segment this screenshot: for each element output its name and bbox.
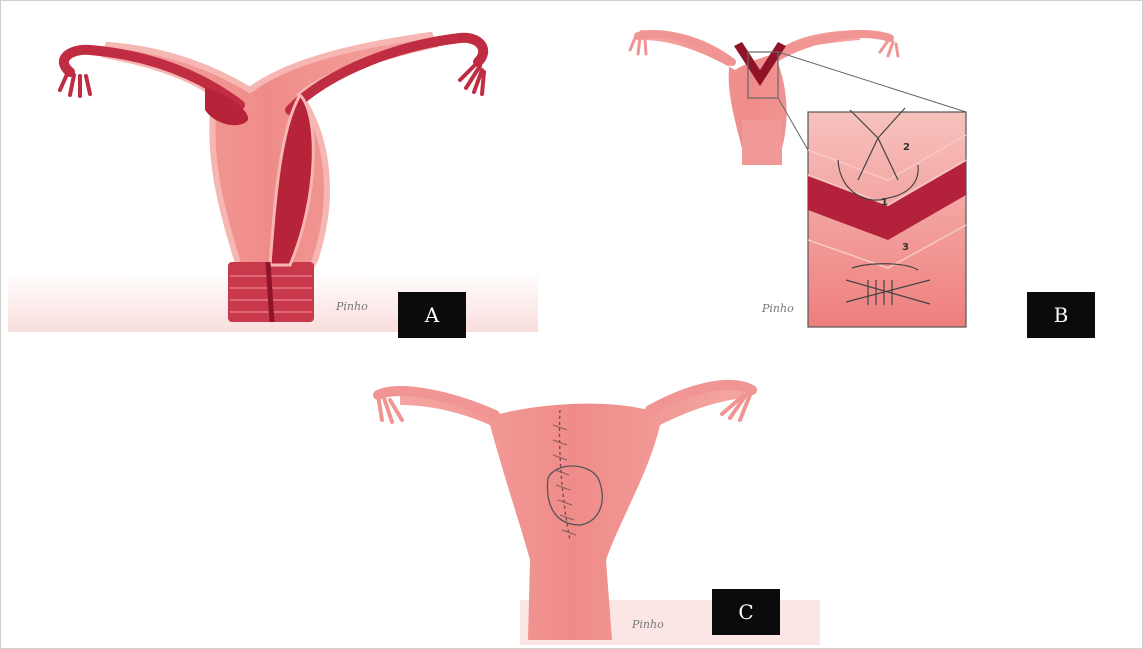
- inset-number-1: 1: [881, 197, 888, 208]
- inset-number-3: 3: [902, 242, 909, 253]
- panel-label-a: A: [398, 292, 466, 338]
- panel-b-uterus: 2 1 3 Pinho: [630, 30, 966, 327]
- panel-a-uterus: Pinho: [8, 35, 538, 332]
- inset-number-2: 2: [903, 142, 910, 153]
- signature-c: Pinho: [631, 618, 664, 631]
- signature-a: Pinho: [335, 300, 368, 313]
- panel-label-c: C: [712, 589, 780, 635]
- signature-b: Pinho: [761, 302, 794, 315]
- panel-label-b: B: [1027, 292, 1095, 338]
